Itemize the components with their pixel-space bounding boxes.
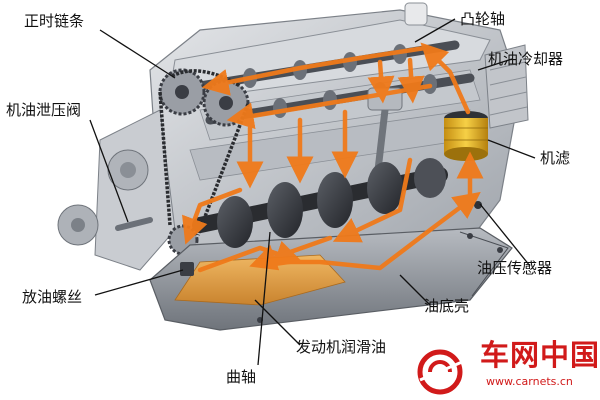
label-timing-chain: 正时链条 xyxy=(24,12,85,30)
carnets-logo xyxy=(417,349,463,395)
label-oil-cooler: 机油冷却器 xyxy=(488,50,564,68)
label-oil-pressure-relief-valve: 机油泄压阀 xyxy=(6,101,82,119)
watermark-url: www.carnets.cn xyxy=(486,375,573,388)
label-camshaft: 凸轮轴 xyxy=(460,10,506,28)
label-drain-bolt: 放油螺丝 xyxy=(22,288,83,306)
oil-filter xyxy=(444,111,488,161)
label-oil-filter: 机滤 xyxy=(540,149,571,167)
leader-lines xyxy=(89,18,536,366)
label-oil-pressure-sensor: 油压传感器 xyxy=(477,259,553,277)
oil-flow-arrows xyxy=(182,42,484,273)
label-engine-oil: 发动机润滑油 xyxy=(296,338,387,356)
watermark-brand: 车网中国 xyxy=(480,338,600,372)
label-crankshaft: 曲轴 xyxy=(226,368,257,386)
label-oil-pan: 油底壳 xyxy=(424,297,470,315)
crankshaft xyxy=(192,158,448,248)
oil-cooler xyxy=(404,2,529,129)
